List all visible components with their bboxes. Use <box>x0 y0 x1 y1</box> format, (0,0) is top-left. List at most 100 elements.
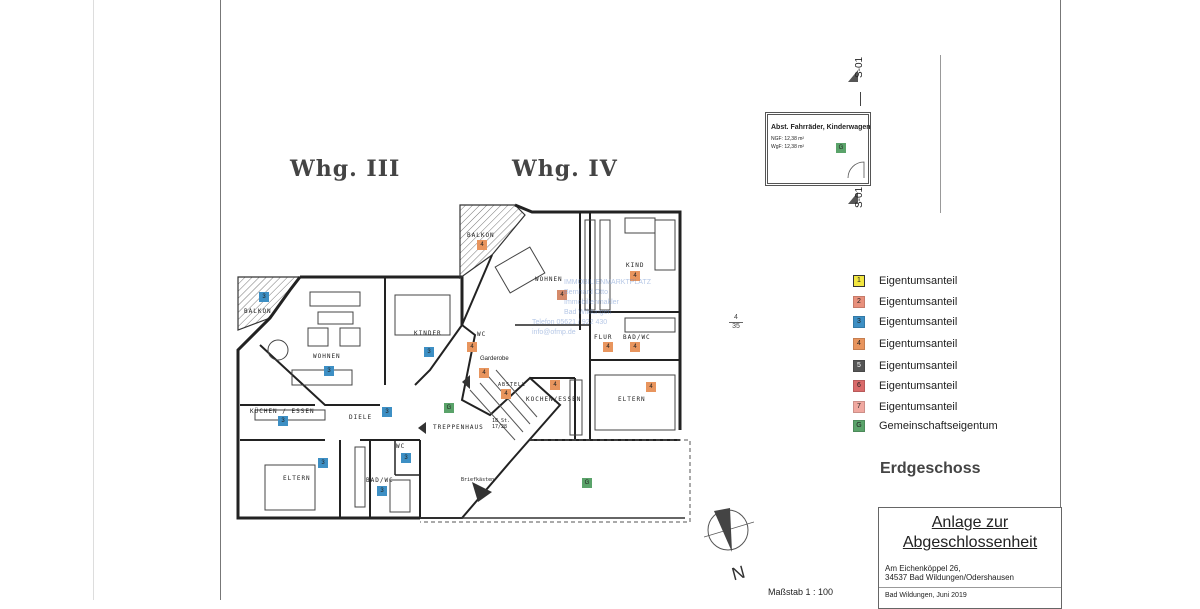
room-label-eltern-3: ELTERN <box>283 475 311 482</box>
legend-item: 1 Eigentumsanteil <box>853 274 957 288</box>
balcony-whg4 <box>459 204 526 280</box>
room-label-treppenhaus: TREPPENHAUS <box>433 424 484 431</box>
legend-swatch: 4 <box>853 338 865 350</box>
marker-g-treppenhaus: G <box>444 403 454 413</box>
marker-4-eltern: 4 <box>646 382 656 392</box>
section-label-bottom: S-01 <box>854 186 865 208</box>
marker-4-garderobe: 4 <box>479 368 489 378</box>
floor-label: Erdgeschoss <box>880 460 981 477</box>
watermark-line1: IMMOBILIENMARKTPLATZ <box>564 279 651 286</box>
marker-4-wohnen: 4 <box>557 290 567 300</box>
marker-g-storage: G <box>836 143 846 153</box>
marker-4-wc: 4 <box>467 342 477 352</box>
section-arrow-top-icon <box>848 70 858 82</box>
legend-swatch: 3 <box>853 316 865 328</box>
marker-3-eltern: 3 <box>318 458 328 468</box>
room-label-bad-4: BAD/WC <box>623 334 651 341</box>
legend-item: 3 Eigentumsanteil <box>853 315 957 329</box>
address-line-2: 34537 Bad Wildungen/Odershausen <box>885 573 1014 582</box>
marker-3-kueche: 3 <box>278 416 288 426</box>
legend-label: Eigentumsanteil <box>879 360 958 372</box>
storage-room-title: Abst. Fahrräder, Kinderwagen <box>771 124 871 131</box>
place-date: Bad Wildungen, Juni 2019 <box>885 592 967 599</box>
fraction-numerator: 4 <box>729 314 743 323</box>
legend-label: Eigentumsanteil <box>879 275 958 287</box>
room-label-kueche-3: KÜCHEN / ESSEN <box>250 408 315 415</box>
marker-3-wc: 3 <box>401 453 411 463</box>
marker-4-kind: 4 <box>630 271 640 281</box>
room-label-eltern-4: ELTERN <box>618 396 646 403</box>
watermark-line3: Immobilienmakler <box>564 299 619 306</box>
storage-door <box>847 161 865 179</box>
room-label-wohnen-3: WOHNEN <box>313 353 341 360</box>
sheet-border-right <box>1060 0 1061 510</box>
room-label-kochen-4: KOCHEN/ESSEN <box>526 396 582 403</box>
section-label-top: S-01 <box>854 56 865 78</box>
room-label-diele-3: DIELE <box>349 414 373 421</box>
room-label-balkon-3: BALKON <box>244 308 272 315</box>
legend-label: Eigentumsanteil <box>879 380 958 392</box>
legend-item: 2 Eigentumsanteil <box>853 295 957 309</box>
room-label-bad-3: BAD/WC <box>366 477 394 484</box>
north-arrow-icon <box>704 508 754 552</box>
marker-4-balkon: 4 <box>477 240 487 250</box>
stair-arrow <box>418 422 426 434</box>
room-label-kinder-3: KINDER <box>414 330 442 337</box>
title-line-1: Anlage zur <box>931 514 1009 531</box>
section-line-top <box>860 92 861 106</box>
garden-outline <box>420 439 691 523</box>
watermark-phone: Telefon 05621 / 922 430 <box>532 319 608 326</box>
stair-note: 18 St. 17/28 <box>492 418 511 430</box>
room-label-abstell-4: ABSTELL <box>498 382 527 388</box>
title-line-2: Abgeschlossenheit <box>902 534 1038 551</box>
room-label-wohnen-4: WOHNEN <box>535 276 563 283</box>
legend-swatch: 1 <box>853 275 865 287</box>
scale-label: Maßstab 1 : 100 <box>768 587 834 597</box>
marker-g-garten: G <box>582 478 592 488</box>
marker-3-balkon: 3 <box>259 292 269 302</box>
fraction-denominator: 35 <box>732 323 740 330</box>
legend-item: 5 Eigentumsanteil <box>853 359 957 373</box>
legend-swatch: 5 <box>853 360 865 372</box>
floor-plan <box>236 203 691 523</box>
legend-swatch: 2 <box>853 296 865 308</box>
marker-3-wohnen: 3 <box>324 366 334 376</box>
title-block: Anlage zur Abgeschlossenheit Am Eichenkö… <box>878 507 1062 609</box>
walls-whg3 <box>236 276 420 520</box>
sheet-border-left <box>220 0 221 600</box>
divider-line <box>940 55 941 213</box>
legend-label: Eigentumsanteil <box>879 401 958 413</box>
north-label: N <box>729 561 748 585</box>
watermark-line4: Bad Wildungen <box>564 309 612 316</box>
storage-room-ngf: NGF: 12,38 m² <box>771 136 805 142</box>
legend-item: G Gemeinschaftseigentum <box>853 419 998 433</box>
room-label-wc-4: WC <box>477 331 487 338</box>
balcony-whg3 <box>237 276 302 331</box>
legend-label: Eigentumsanteil <box>879 338 958 350</box>
fraction-note: 4 35 <box>729 314 743 331</box>
room-label-wc-3: WC <box>396 443 406 450</box>
legend-label: Eigentumsanteil <box>879 296 958 308</box>
legend-item: 6 Eigentumsanteil <box>853 379 957 393</box>
room-label-flur-4: FLUR <box>594 334 613 341</box>
marker-4-flur: 4 <box>603 342 613 352</box>
legend-item: 4 Eigentumsanteil <box>853 337 957 351</box>
room-label-balkon-4: BALKON <box>467 232 495 239</box>
room-label-briefkaesten: Briefkästen <box>461 477 495 483</box>
room-label-kind-4: KIND <box>626 262 645 269</box>
address-line-1: Am Eichenköppel 26, <box>885 564 961 573</box>
watermark-email: info@ofmp.de <box>532 329 576 336</box>
section-arrow-bottom-icon <box>848 192 858 204</box>
page-edge-left <box>93 0 94 600</box>
marker-4-bad: 4 <box>630 342 640 352</box>
marker-3-diele: 3 <box>382 407 392 417</box>
legend-swatch: 7 <box>853 401 865 413</box>
watermark-line2: Bernhard Otto <box>564 289 608 296</box>
room-label-garderobe-4: Garderobe <box>480 356 509 362</box>
legend-label: Eigentumsanteil <box>879 316 958 328</box>
marker-3-bad: 3 <box>377 486 387 496</box>
heading-whg-4: Whg. IV <box>512 156 618 182</box>
title-block-divider <box>879 587 1061 588</box>
legend-label: Gemeinschaftseigentum <box>879 420 998 432</box>
entrance-arrow <box>472 482 492 502</box>
